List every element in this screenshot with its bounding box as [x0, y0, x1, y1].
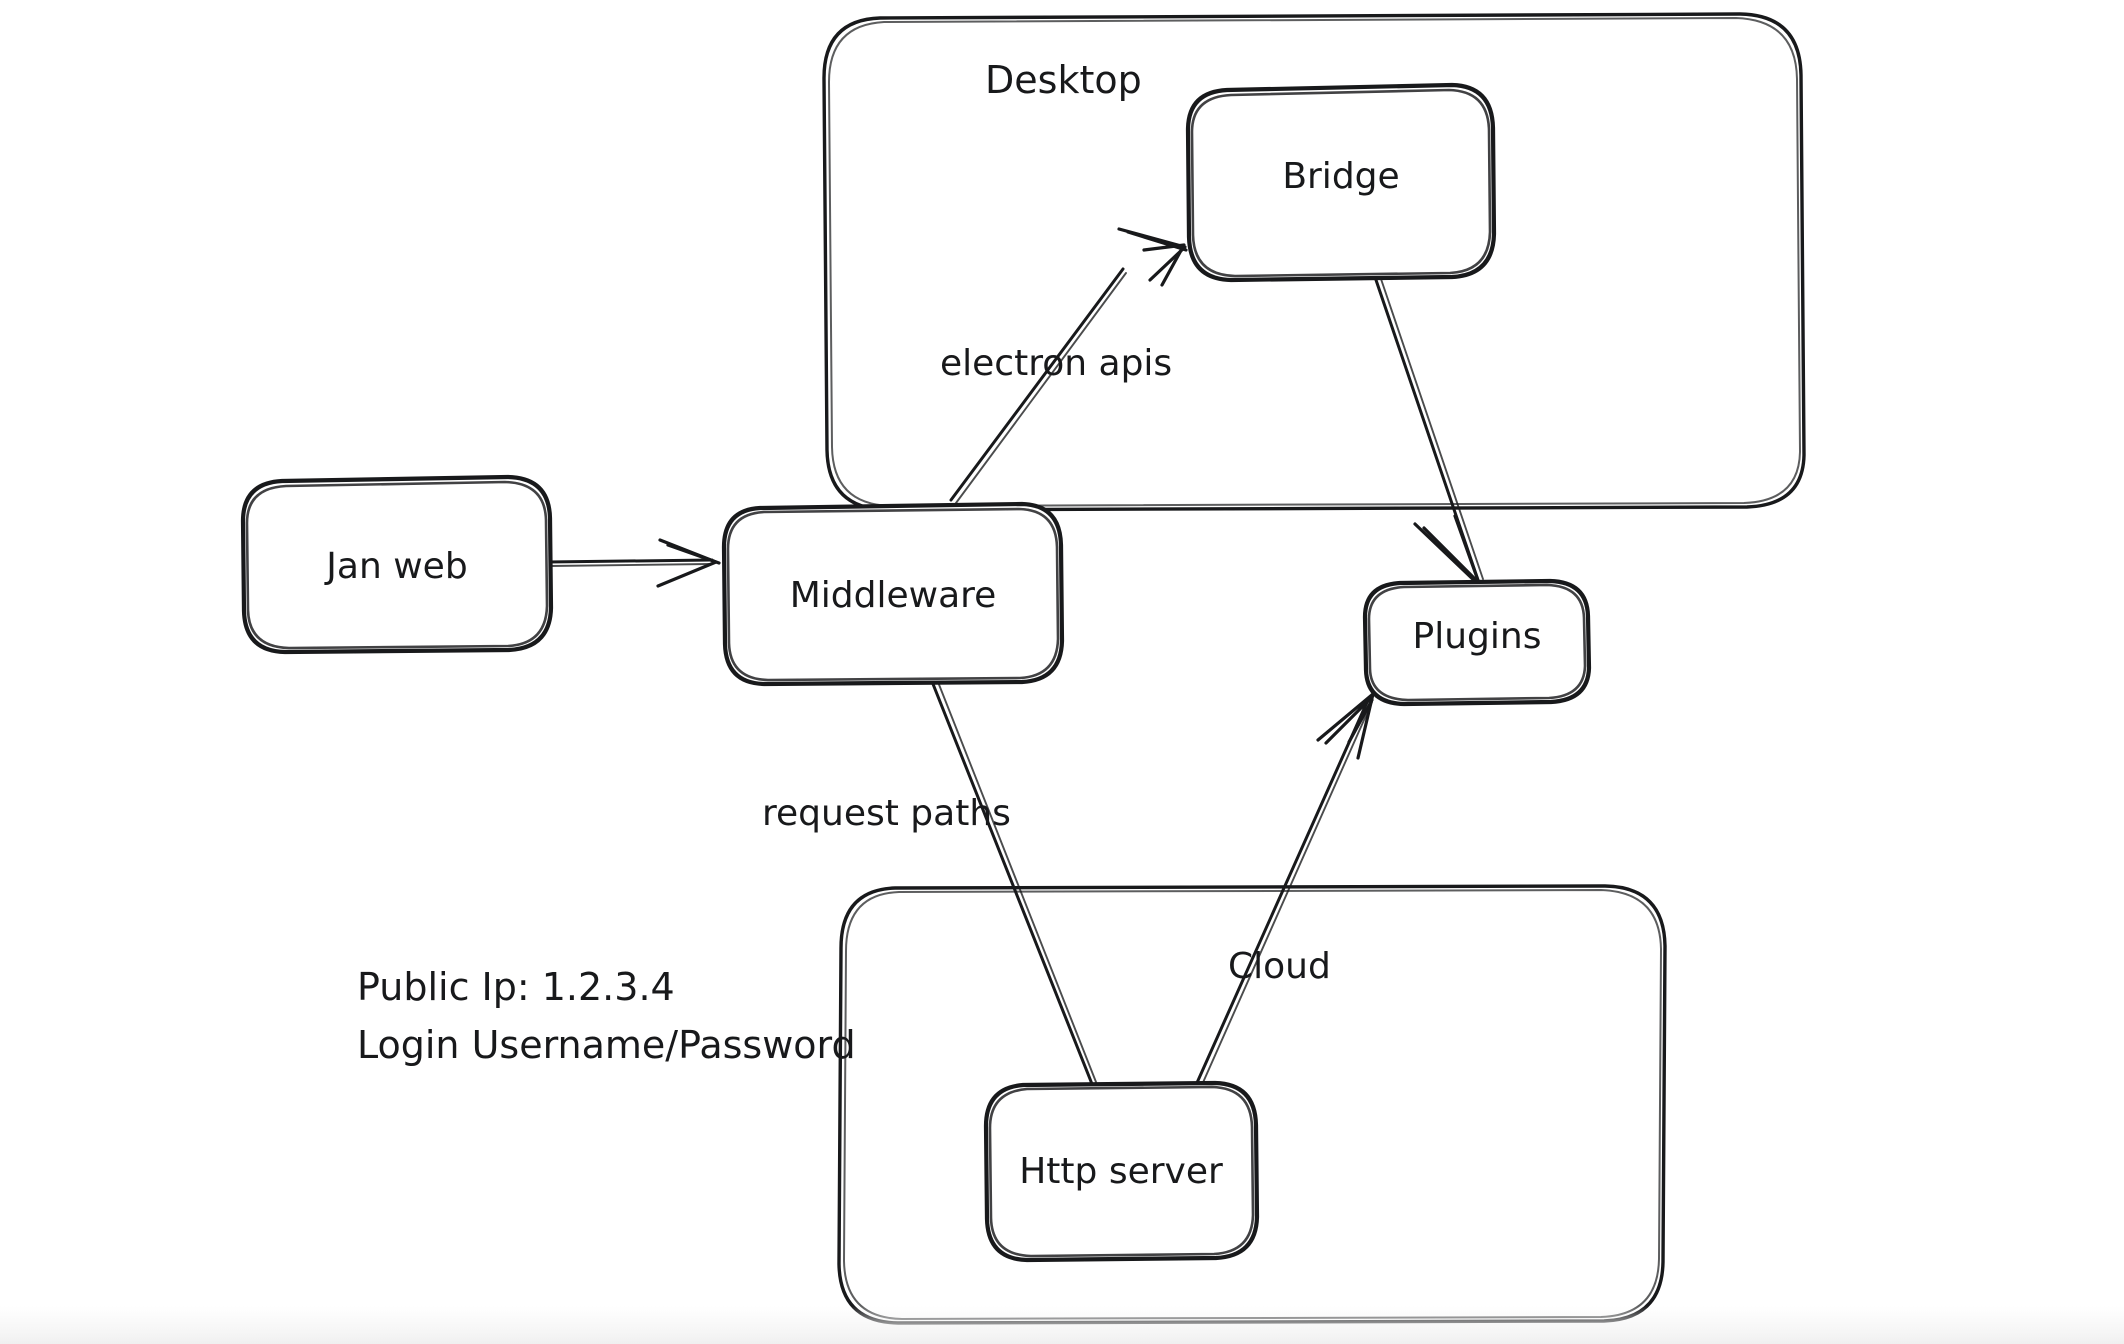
node-http-server[interactable]: Http server	[983, 1080, 1260, 1263]
arrowhead-icon-sketch	[1347, 698, 1374, 744]
group-desktop[interactable]: Desktop	[822, 12, 1806, 512]
edge-jan-web-to-middleware	[546, 538, 721, 588]
node-background	[1188, 85, 1494, 280]
edge-line	[931, 682, 1094, 1086]
node-border	[1362, 578, 1592, 707]
arrowhead-icon-sketch	[1142, 243, 1186, 287]
edge-line-sketch	[549, 563, 711, 567]
edge-line-sketch	[1200, 701, 1373, 1088]
node-jan-web[interactable]: Jan web	[240, 474, 554, 655]
edge-line	[546, 558, 714, 564]
arrowhead-icon-sketch	[666, 543, 721, 565]
note-login-credentials: Login Username/Password	[357, 1023, 856, 1067]
edge-line-sketch	[1380, 278, 1484, 580]
desktop-group-border	[822, 12, 1806, 512]
desktop-group-border-sketch	[828, 17, 1801, 507]
node-border	[1185, 82, 1497, 283]
arrowhead-icon	[656, 538, 718, 588]
edge-line	[949, 267, 1125, 502]
edge-label-request-paths: request paths	[762, 793, 1011, 834]
edge-line-sketch	[937, 681, 1097, 1083]
note-public-ip: Public Ip: 1.2.3.4	[357, 965, 675, 1009]
node-label-plugins: Plugins	[1413, 616, 1542, 657]
edge-middleware-to-bridge: electron apis	[940, 227, 1188, 504]
edge-http-server-to-plugins: Cloud	[1194, 692, 1375, 1088]
node-label-bridge: Bridge	[1282, 156, 1399, 197]
node-border	[983, 1080, 1260, 1263]
edge-line-sketch	[955, 272, 1127, 504]
node-background	[1365, 581, 1589, 704]
edge-middleware-to-http-server: request paths	[762, 681, 1097, 1086]
node-background	[724, 504, 1062, 684]
node-label-http-server: Http server	[1019, 1151, 1223, 1192]
node-border-sketch	[1367, 583, 1587, 702]
edge-label-electron-apis: electron apis	[940, 343, 1172, 384]
group-label-desktop: Desktop	[985, 58, 1142, 102]
node-plugins[interactable]: Plugins	[1362, 578, 1592, 707]
node-border	[721, 501, 1065, 687]
notes-block: Public Ip: 1.2.3.4 Login Username/Passwo…	[357, 965, 856, 1067]
edge-bridge-to-plugins	[1374, 278, 1484, 588]
node-border-sketch	[1190, 88, 1492, 278]
node-border-sketch	[988, 1085, 1255, 1258]
arrowhead-icon-sketch	[1422, 526, 1481, 585]
node-border-sketch	[245, 480, 549, 650]
node-bridge[interactable]: Bridge	[1185, 82, 1497, 283]
node-border	[240, 474, 554, 655]
node-background	[243, 477, 551, 652]
arrowhead-icon	[1117, 227, 1188, 282]
node-middleware[interactable]: Middleware	[721, 501, 1065, 687]
edge-label-cloud: Cloud	[1228, 946, 1331, 987]
node-label-jan-web: Jan web	[324, 546, 467, 587]
node-background	[986, 1083, 1257, 1260]
node-border-sketch	[726, 507, 1060, 682]
node-label-middleware: Middleware	[790, 575, 997, 616]
edge-line	[1194, 698, 1370, 1087]
